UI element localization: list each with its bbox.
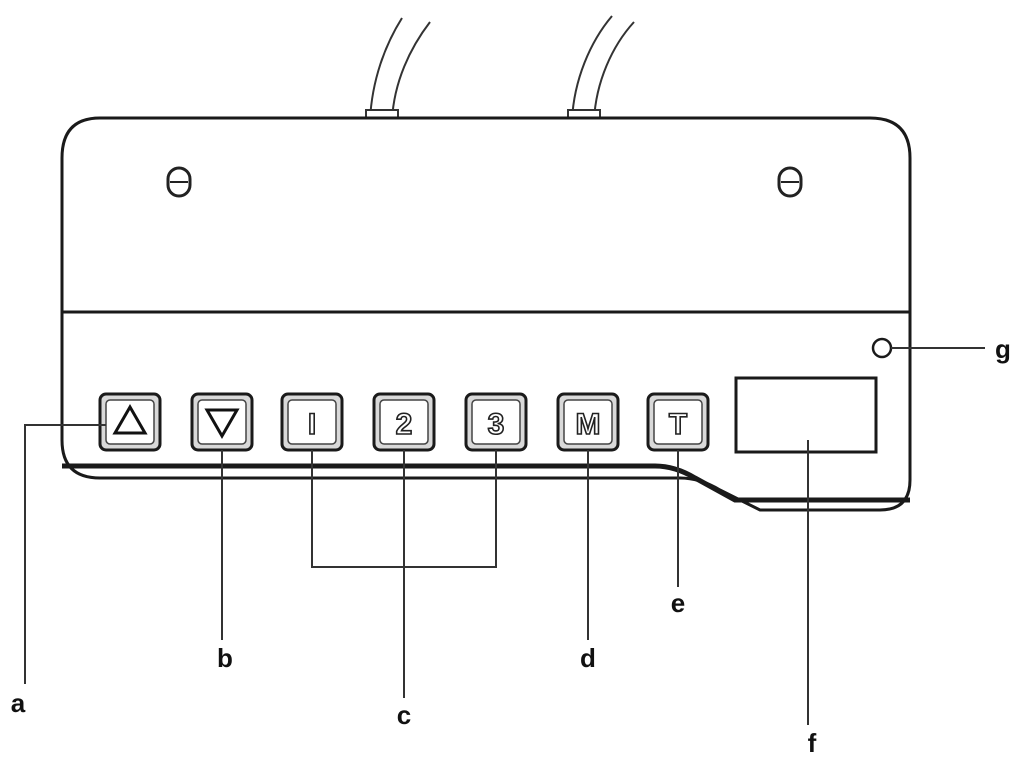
callout-b: b <box>217 643 233 673</box>
down-button[interactable] <box>190 392 254 452</box>
callout-f: f <box>808 728 817 758</box>
mounting-hole-right-icon <box>777 166 803 198</box>
up-button[interactable] <box>98 392 162 452</box>
mounting-hole-left-icon <box>166 166 192 198</box>
callout-g: g <box>995 334 1011 364</box>
display-screen <box>734 376 878 454</box>
cables <box>365 15 635 123</box>
preset-2-button[interactable]: 2 <box>372 392 436 452</box>
preset-1-label: I <box>308 408 316 441</box>
preset-3-button[interactable]: 3 <box>464 392 528 452</box>
preset-2-label: 2 <box>396 408 413 441</box>
callout-e: e <box>671 588 685 618</box>
callout-c: c <box>397 700 411 730</box>
callout-d: d <box>580 643 596 673</box>
timer-label: T <box>669 408 687 441</box>
leader-lines <box>24 347 985 725</box>
memory-label: M <box>576 408 601 441</box>
memory-button[interactable]: M <box>556 392 620 452</box>
callout-a: a <box>11 688 26 718</box>
triangle-down-icon <box>204 408 240 440</box>
indicator-light-icon <box>871 337 893 359</box>
timer-button[interactable]: T <box>646 392 710 452</box>
triangle-up-icon <box>112 403 148 435</box>
preset-1-button[interactable]: I <box>280 392 344 452</box>
preset-3-label: 3 <box>488 408 505 441</box>
